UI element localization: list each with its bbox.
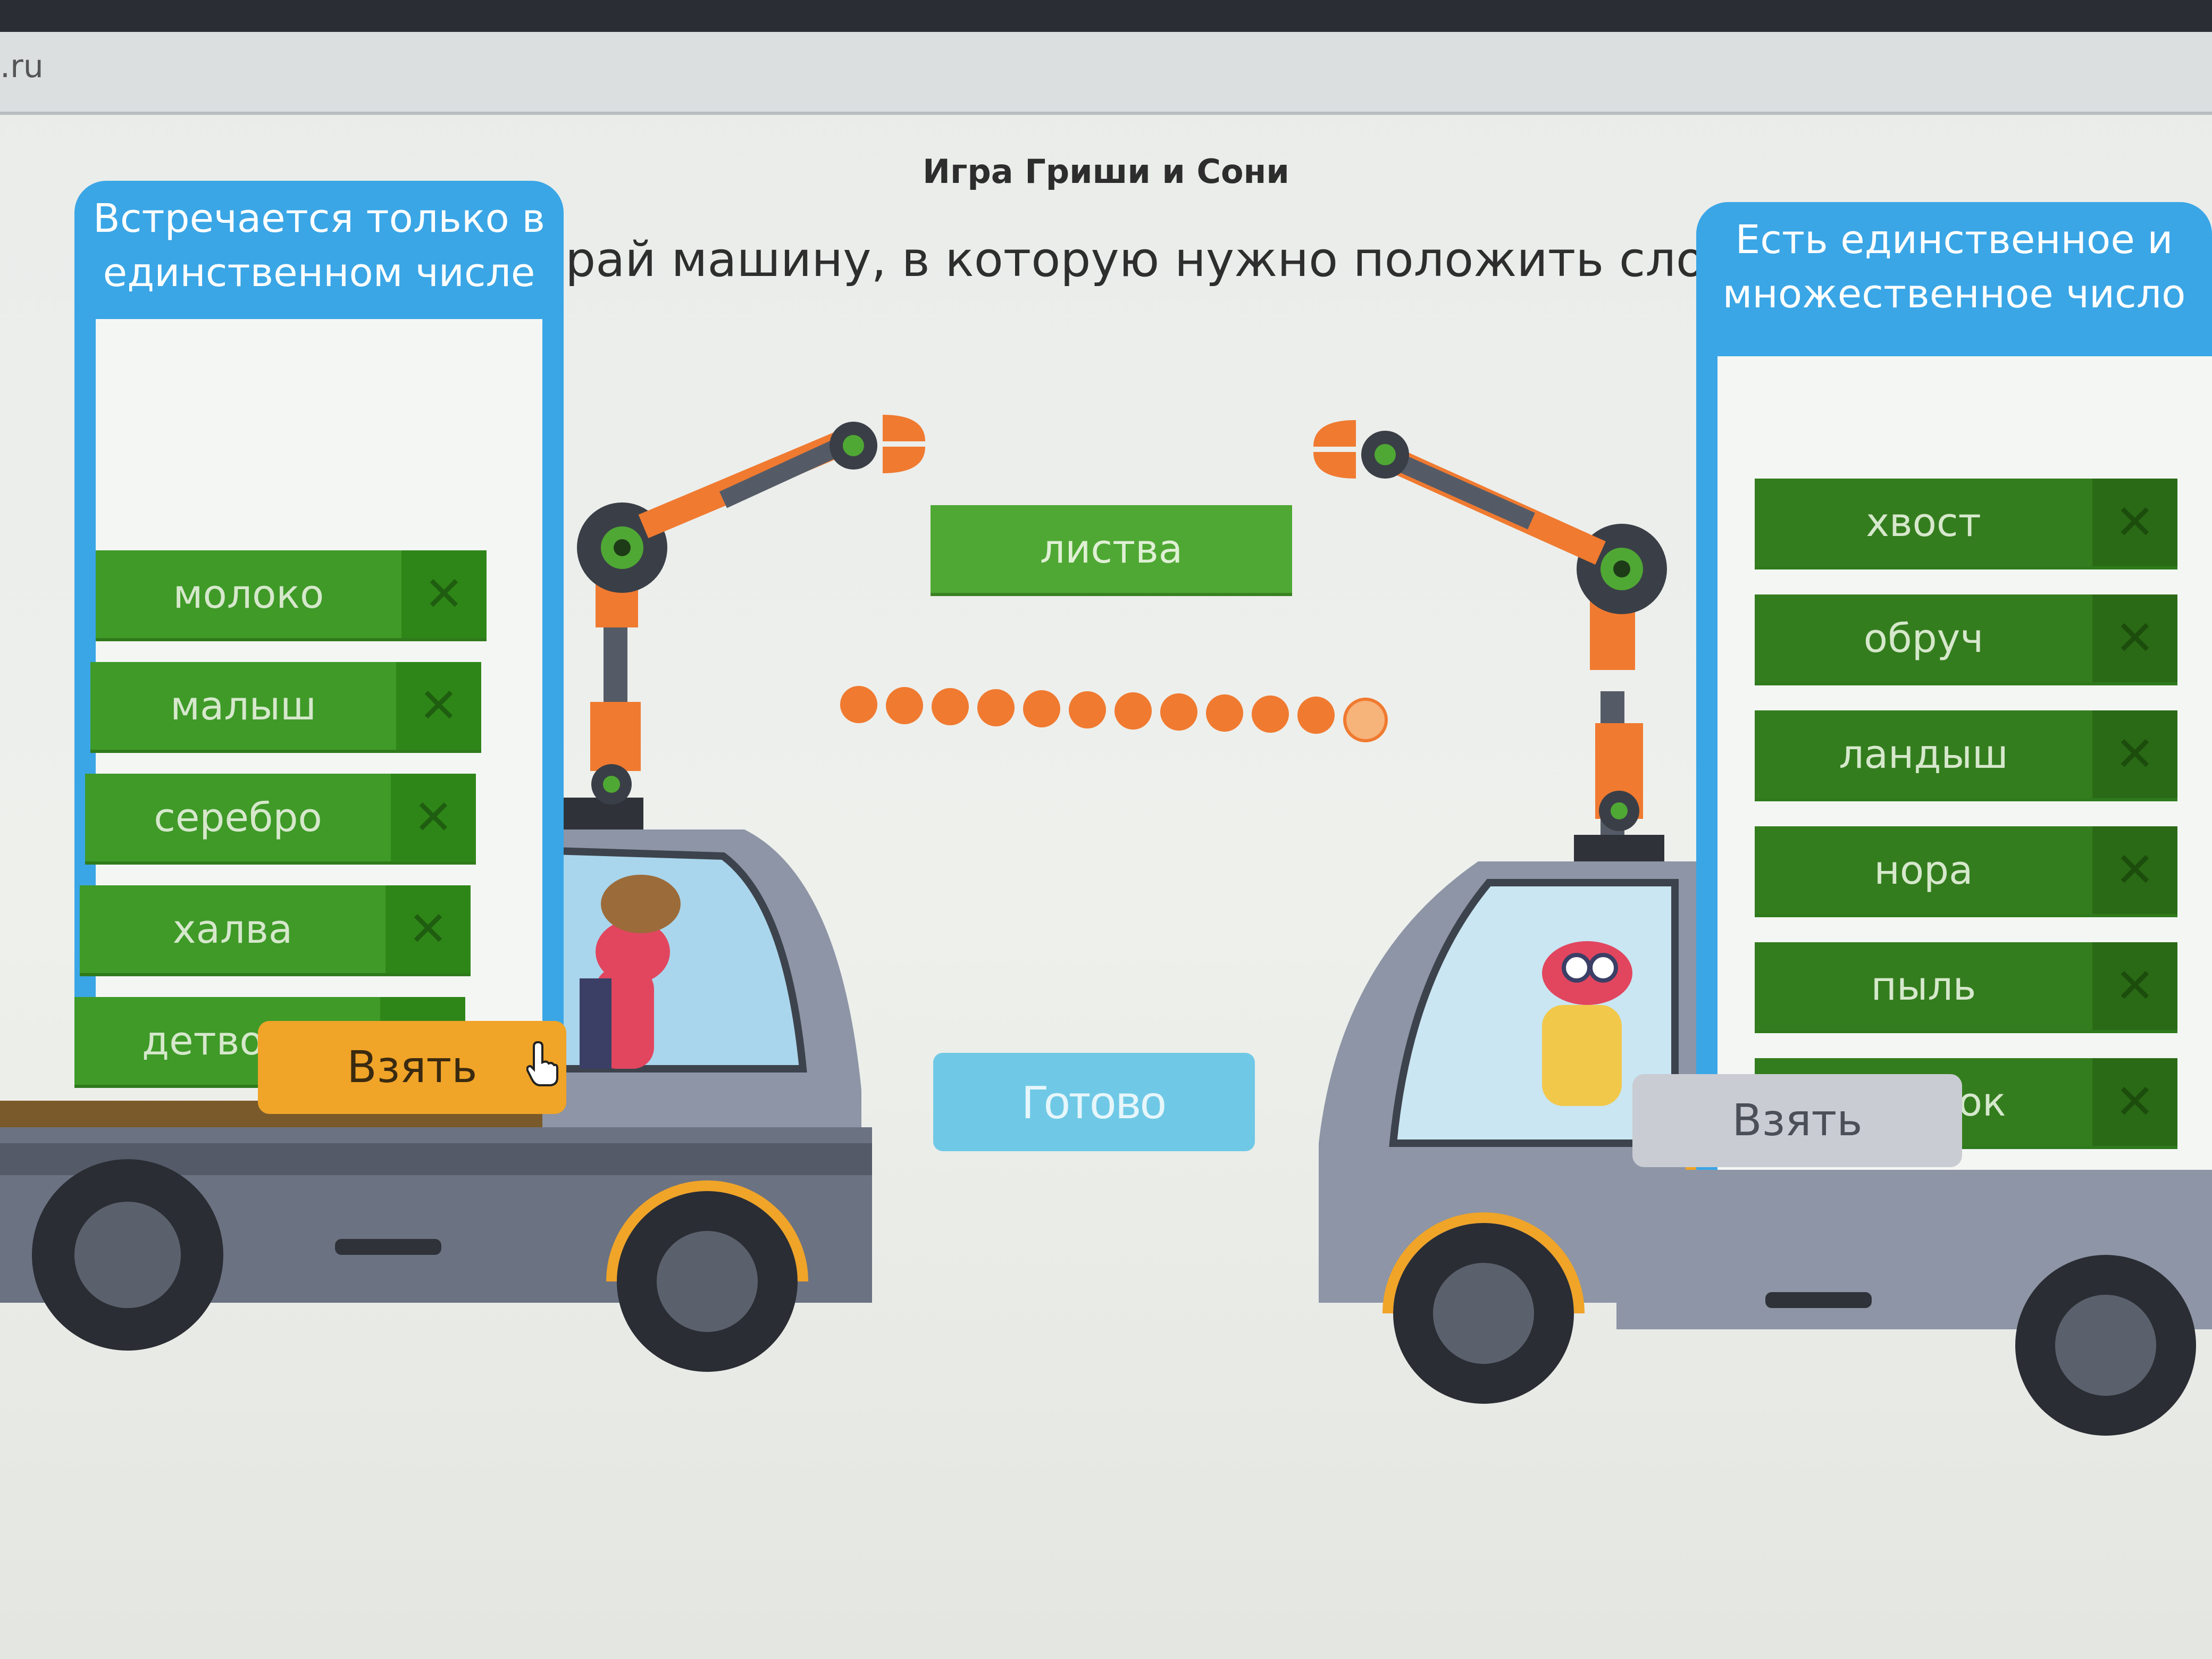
progress-dots	[840, 686, 1393, 742]
progress-dot	[1115, 692, 1152, 730]
close-icon[interactable]: ✕	[2092, 479, 2177, 566]
ready-button[interactable]: Готово	[933, 1053, 1255, 1151]
progress-dot	[977, 689, 1015, 726]
close-icon[interactable]: ✕	[2092, 710, 2177, 798]
word-label: ландыш	[1839, 731, 2008, 777]
browser-top-bar	[0, 0, 2212, 32]
close-icon[interactable]: ✕	[391, 774, 476, 861]
left-panel-header: Встречается только в единственном числе	[93, 196, 545, 296]
right-word-item[interactable]: хвост ✕	[1755, 479, 2177, 566]
progress-dot	[1252, 696, 1289, 733]
progress-dot	[840, 686, 877, 723]
word-label: обруч	[1863, 615, 1984, 661]
hand-cursor-icon	[526, 1041, 558, 1086]
progress-dot	[1023, 690, 1060, 727]
browser-address-bar[interactable]: .ru	[0, 32, 2212, 115]
address-url[interactable]: .ru	[0, 48, 44, 85]
close-icon[interactable]: ✕	[386, 885, 471, 973]
progress-dot	[1343, 698, 1388, 742]
close-icon[interactable]: ✕	[2092, 594, 2177, 682]
progress-dot	[1069, 691, 1106, 728]
close-icon[interactable]: ✕	[2092, 942, 2177, 1030]
current-word-card[interactable]: листва	[931, 505, 1292, 593]
right-word-item[interactable]: обруч ✕	[1755, 594, 2177, 682]
close-icon[interactable]: ✕	[401, 550, 487, 638]
left-truck	[0, 415, 925, 1372]
right-word-item[interactable]: пыль ✕	[1755, 942, 2177, 1030]
right-truck	[1313, 420, 2212, 1436]
right-take-button[interactable]: Взять	[1632, 1074, 1962, 1167]
close-icon[interactable]: ✕	[396, 662, 481, 750]
right-word-item[interactable]: нора ✕	[1755, 826, 2177, 914]
right-panel-header: Есть единственное и множественное число	[1722, 217, 2186, 317]
left-take-button[interactable]: Взять	[258, 1021, 566, 1114]
word-label: пыль	[1871, 963, 1976, 1009]
progress-dot	[1297, 697, 1335, 734]
progress-dot	[1206, 694, 1243, 732]
left-word-item[interactable]: малыш ✕	[90, 662, 481, 750]
progress-dot	[1160, 693, 1197, 731]
word-label: нора	[1874, 847, 1973, 893]
game-page: Игра Гриши и Сони Выбирай машину, в кото…	[0, 115, 2212, 1659]
word-label: халва	[172, 906, 293, 952]
close-icon[interactable]: ✕	[2092, 1058, 2177, 1146]
progress-dot	[932, 688, 969, 725]
left-word-item[interactable]: серебро ✕	[85, 774, 476, 861]
word-label: хвост	[1866, 499, 1981, 546]
progress-dot	[886, 687, 923, 724]
word-label: молоко	[173, 571, 324, 617]
left-word-item[interactable]: халва ✕	[80, 885, 471, 973]
instruction-text: Выбирай машину, в которую нужно положить…	[434, 232, 1778, 288]
game-title: Игра Гриши и Сони	[923, 152, 1289, 191]
right-word-item[interactable]: ландыш ✕	[1755, 710, 2177, 798]
close-icon[interactable]: ✕	[2092, 826, 2177, 914]
left-word-item[interactable]: молоко ✕	[96, 550, 487, 638]
word-label: серебро	[154, 794, 322, 841]
word-label: малыш	[170, 683, 316, 729]
